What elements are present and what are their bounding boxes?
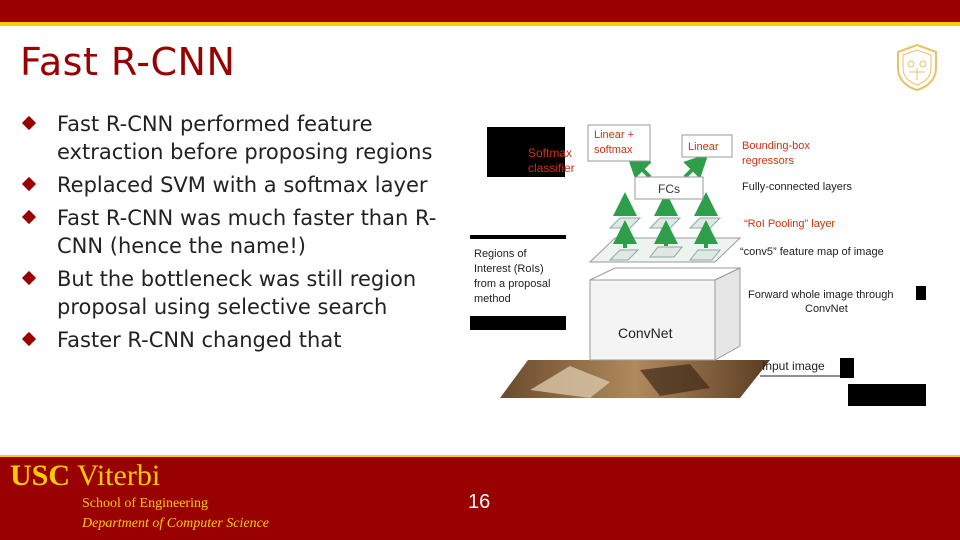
bullet-item: Fast R-CNN performed feature extraction … [21,110,452,166]
bullet-text: Replaced SVM with a softmax layer [57,173,428,197]
roi-box [648,246,684,258]
softmax-classifier-label-2: classifier [528,161,575,175]
bullet-text: Fast R-CNN performed feature extraction … [57,112,433,164]
linear-softmax-box [587,124,651,162]
roi-pool-cell [608,217,642,229]
fast-rcnn-diagram: ConvNet FCs Linear + softmax Linear Soft… [470,124,926,406]
redaction-block [916,286,926,300]
fcs-label: FCs [658,182,680,196]
diamond-bullet-icon [21,176,37,192]
footer-banner: USC Viterbi School of Engineering Depart… [0,457,960,540]
bullet-item: Fast R-CNN was much faster than R-CNN (h… [21,204,452,260]
redaction-block [470,235,566,239]
convnet-label: ConvNet [618,325,673,341]
brand-rest: Viterbi [70,459,161,492]
roi-label-3: from a proposal [474,278,550,290]
diamond-bullet-icon [21,331,37,347]
bullet-text: But the bottleneck was still region prop… [57,267,417,319]
roi-label-4: method [474,293,511,305]
roi-box [688,249,722,261]
brand-bold: USC [10,459,71,492]
school-name: School of Engineering [82,496,208,511]
roi-pool-cell [648,217,682,229]
linear-label: Linear [688,141,719,153]
slide-title: Fast R-CNN [20,40,236,84]
bbox-regressors-label-1: Bounding-box [742,140,810,152]
redaction-block [470,316,566,330]
convnet-box-top [589,267,741,281]
bullet-text: Faster R-CNN changed that [57,328,342,352]
linear-box [681,134,733,158]
linear-softmax-label-1: Linear + [594,129,634,141]
roi-pooling-label: “RoI Pooling” layer [744,218,835,230]
bullet-item: Replaced SVM with a softmax layer [21,171,452,199]
fcs-box [634,176,704,200]
page-number: 16 [468,491,491,513]
roi-label-2: Interest (RoIs) [474,263,544,275]
fully-connected-label: Fully-connected layers [742,181,853,193]
footer-gold-stripe [0,455,960,457]
bullet-item: Faster R-CNN changed that [21,326,452,354]
conv5-label: “conv5” feature map of image [740,246,884,258]
roi-box [608,249,640,261]
convnet-box-front [589,279,716,361]
bullet-list: Fast R-CNN performed feature extraction … [21,110,452,359]
bullet-text: Fast R-CNN was much faster than R-CNN (h… [57,206,437,258]
input-image-label: Input image [762,359,825,373]
bbox-regressors-label-2: regressors [742,155,794,167]
department-name: Department of Computer Science [82,516,270,531]
softmax-classifier-label-1: Softmax [528,146,572,160]
usc-viterbi-logo: USC Viterbi [10,459,160,493]
diamond-bullet-icon [21,115,37,131]
roi-pool-cell [688,217,722,229]
redaction-block [848,384,926,406]
convnet-box-side [714,267,741,361]
forward-image-label-2: ConvNet [805,303,848,315]
roi-label-1: Regions of [474,248,528,260]
input-image [500,360,770,398]
diamond-bullet-icon [21,270,37,286]
usc-seal-icon [897,43,937,92]
diamond-bullet-icon [21,209,37,225]
linear-softmax-label-2: softmax [594,144,633,156]
bullet-item: But the bottleneck was still region prop… [21,265,452,321]
redaction-block [487,127,565,177]
top-gold-stripe [0,22,960,26]
top-banner [0,0,960,22]
forward-image-label-1: Forward whole image through [748,289,894,301]
redaction-block [840,358,854,378]
